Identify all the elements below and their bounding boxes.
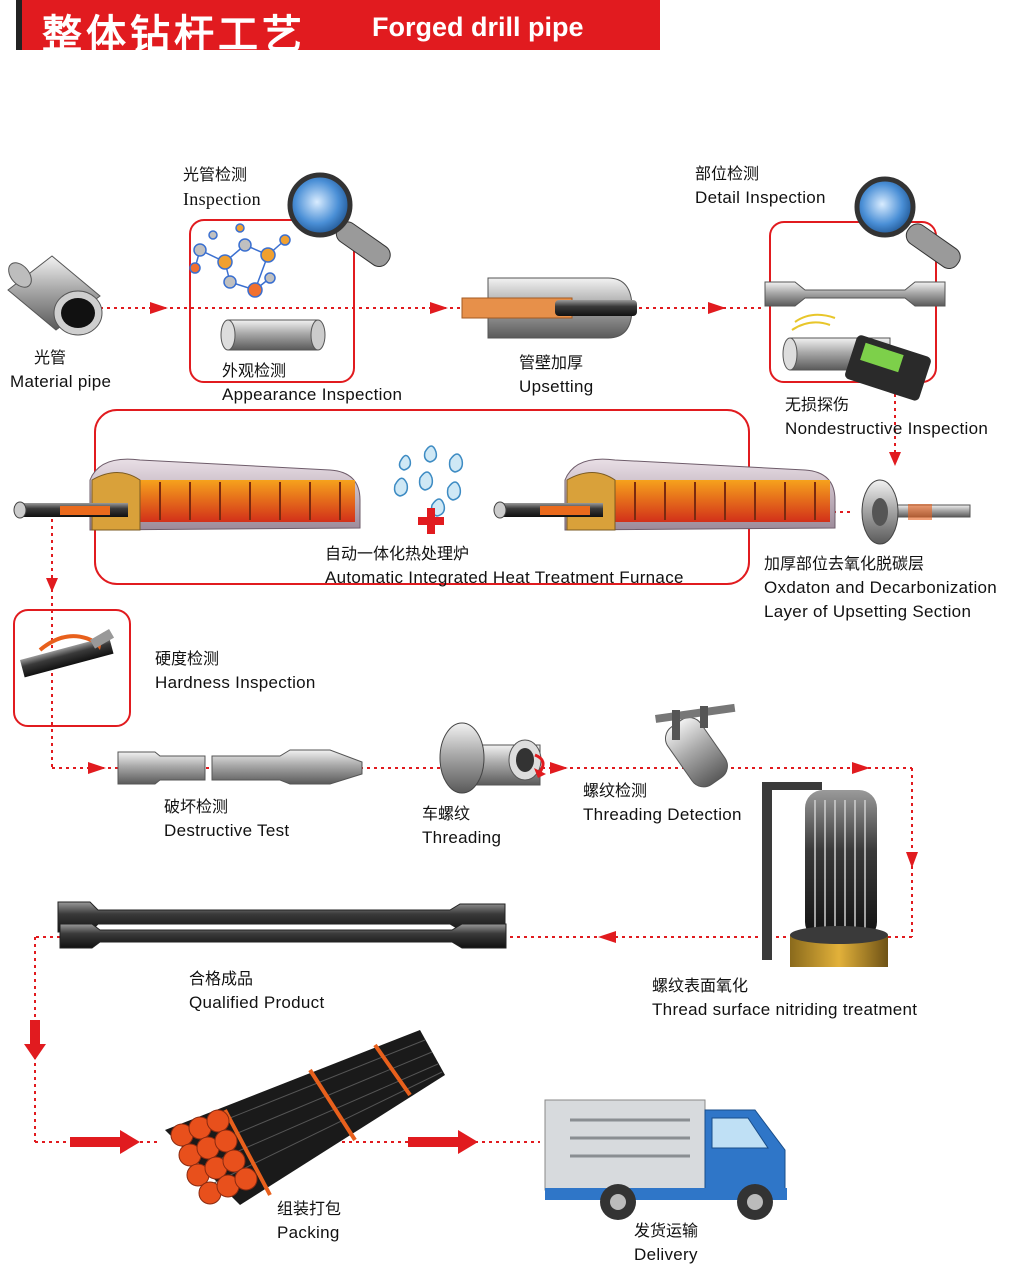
- destructive-pipes-icon: [117, 749, 363, 785]
- label-appearance-inspection: 外观检测 Appearance Inspection: [222, 361, 403, 404]
- label-detail-inspection: 部位检测 Detail Inspection: [695, 164, 826, 207]
- ultrasonic-detector-icon: [782, 313, 931, 401]
- pipe-bundle-icon: [165, 1030, 445, 1205]
- label-hardness-inspection: 硬度检测 Hardness Inspection: [155, 649, 316, 692]
- upsetting-die-icon: [461, 277, 637, 339]
- label-delivery: 发货运输 Delivery: [634, 1221, 699, 1264]
- lathe-chuck-icon: [439, 722, 546, 794]
- label-nondestructive-inspection: 无损探伤 Nondestructive Inspection: [785, 395, 989, 438]
- label-inspection: 光管检测 Inspection: [183, 165, 261, 209]
- caliper-icon: [655, 703, 736, 788]
- furnace-icon-1: [13, 458, 361, 531]
- page-title-zh: 整体钻杆工艺: [42, 12, 306, 58]
- furnace-icon-2: [493, 458, 836, 531]
- label-threading: 车螺纹 Threading: [422, 804, 502, 847]
- label-packing: 组装打包 Packing: [277, 1199, 342, 1242]
- label-qualified-product: 合格成品 Qualified Product: [189, 969, 325, 1012]
- qualified-pipes-icon: [57, 901, 507, 949]
- detail-pipe-icon: [764, 281, 946, 307]
- hardness-tester-icon: [19, 629, 115, 678]
- water-drops-icon: [393, 445, 464, 517]
- plus-icon: [418, 508, 444, 534]
- label-material-pipe: 光管 Material pipe: [10, 348, 112, 391]
- flow-arrows: [24, 302, 918, 1154]
- delivery-truck-icon: [544, 1099, 787, 1220]
- label-threading-detection: 螺纹检测 Threading Detection: [583, 781, 742, 824]
- title-stripe: [16, 0, 22, 50]
- label-furnace: 自动一体化热处理炉 Automatic Integrated Heat Trea…: [325, 544, 684, 587]
- magnifier-icon-2: [854, 176, 961, 270]
- label-decarbonization: 加厚部位去氧化脱碳层 Oxdaton and Decarbonization L…: [764, 554, 998, 621]
- label-upsetting: 管壁加厚 Upsetting: [519, 353, 594, 396]
- molecule-icon: [189, 223, 291, 298]
- page-title-en: Forged drill pipe: [372, 12, 584, 42]
- label-nitriding: 螺纹表面氧化 Thread surface nitriding treatmen…: [652, 976, 918, 1019]
- label-destructive-test: 破坏检测 Destructive Test: [164, 797, 290, 840]
- title-bar: 整体钻杆工艺 Forged drill pipe: [16, 0, 660, 58]
- appearance-pipe-icon: [220, 319, 326, 351]
- nitriding-furnace-icon: [762, 782, 888, 967]
- grinding-wheel-icon: [861, 479, 971, 545]
- material-pipe-icon: [7, 255, 103, 336]
- magnifier-icon: [287, 172, 391, 268]
